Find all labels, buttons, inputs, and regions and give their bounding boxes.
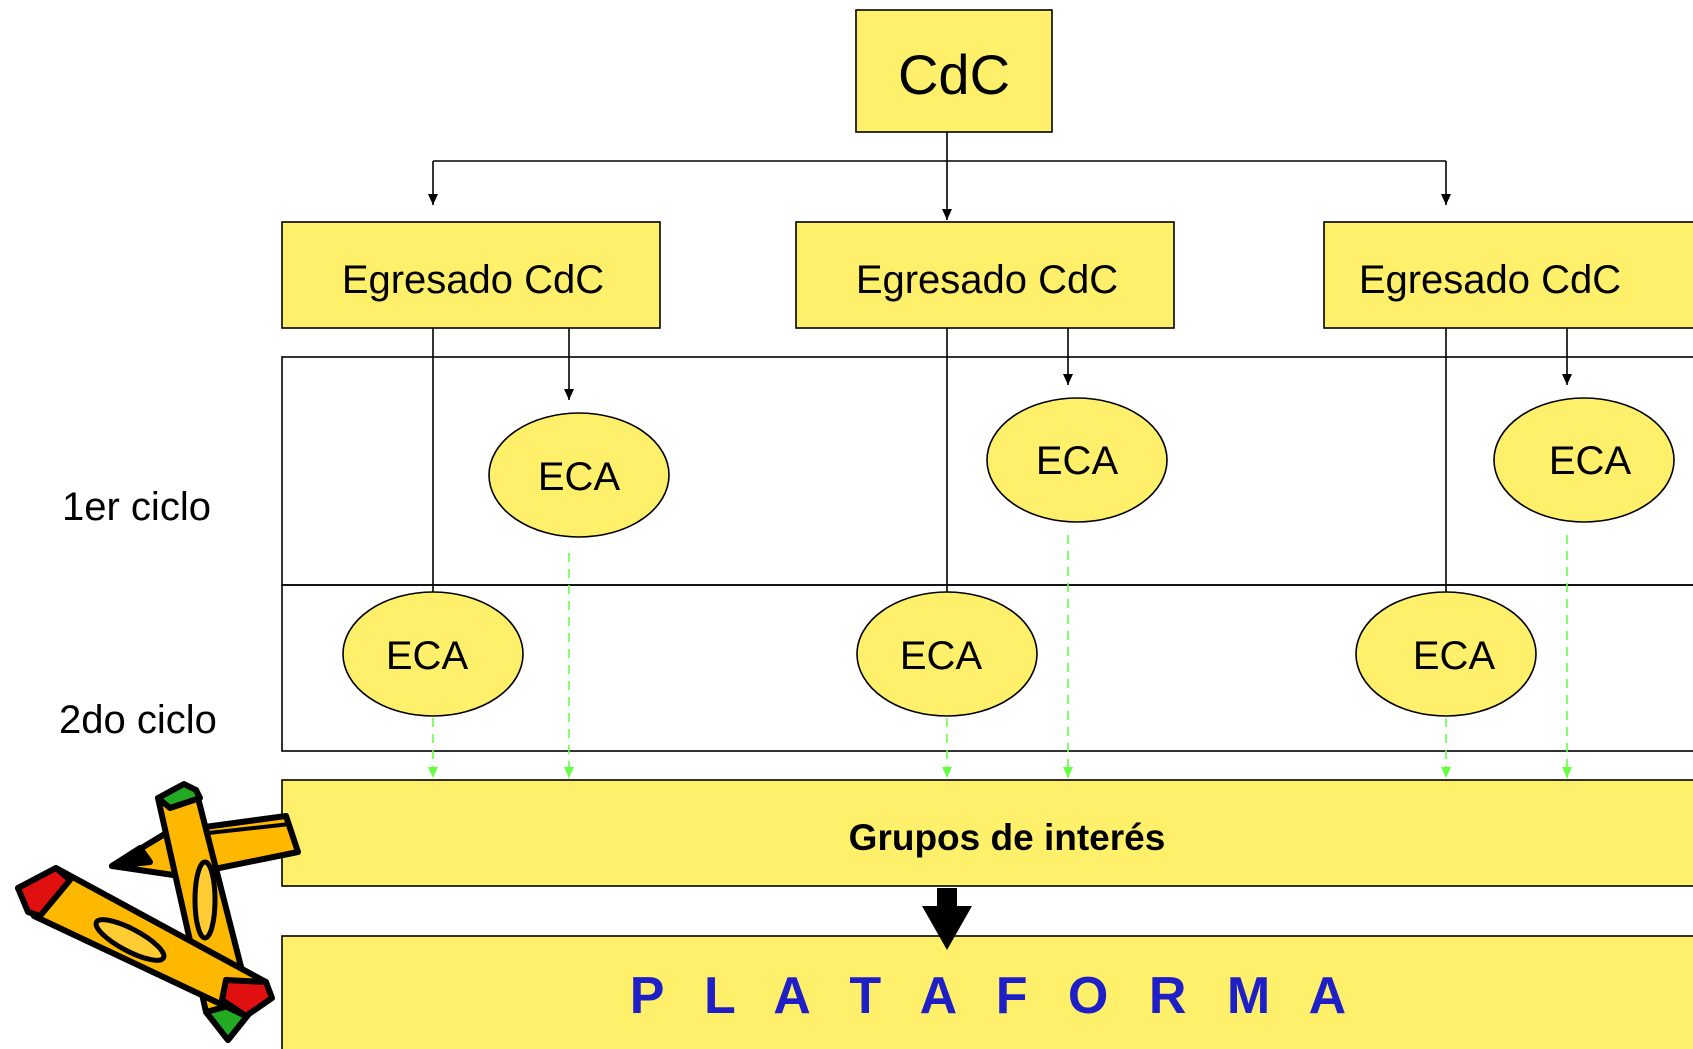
eca-label: ECA <box>1413 634 1496 678</box>
graduate-node: Egresado CdC <box>1323 221 1693 329</box>
down-arrow-icon <box>922 888 972 950</box>
interest-groups-bar: Grupos de interés <box>281 779 1693 887</box>
eca-node: ECA <box>986 397 1168 523</box>
graduate-node: Egresado CdC <box>281 221 661 329</box>
second-cycle-frame <box>281 584 1693 752</box>
graduate-label: Egresado CdC <box>342 258 604 302</box>
eca-node: ECA <box>488 412 670 538</box>
eca-label: ECA <box>538 455 621 499</box>
eca-label: ECA <box>1036 439 1119 483</box>
graduate-label: Egresado CdC <box>1359 258 1621 302</box>
eca-label: ECA <box>900 634 983 678</box>
graduate-eca-connectors <box>428 328 1572 617</box>
graduate-label: Egresado CdC <box>856 258 1118 302</box>
cdc-node: CdC <box>855 9 1053 133</box>
second-cycle-label: 2do ciclo <box>59 698 217 742</box>
platform-bar: P L A T A F O R M A <box>281 935 1693 1049</box>
interest-groups-label: Grupos de interés <box>849 817 1166 858</box>
top-connectors <box>428 132 1451 220</box>
eca-label: ECA <box>1549 439 1632 483</box>
eca-node: ECA <box>342 591 524 717</box>
cdc-label: CdC <box>898 43 1010 106</box>
eca-node: ECA <box>1493 397 1675 523</box>
crayons-clipart-icon <box>15 781 301 1043</box>
first-cycle-label: 1er ciclo <box>62 485 211 529</box>
graduate-node: Egresado CdC <box>795 221 1175 329</box>
eca-interest-connectors <box>428 535 1572 778</box>
platform-label: P L A T A F O R M A <box>630 967 1346 1025</box>
eca-label: ECA <box>386 634 469 678</box>
eca-node: ECA <box>856 591 1038 717</box>
eca-node: ECA <box>1355 591 1537 717</box>
